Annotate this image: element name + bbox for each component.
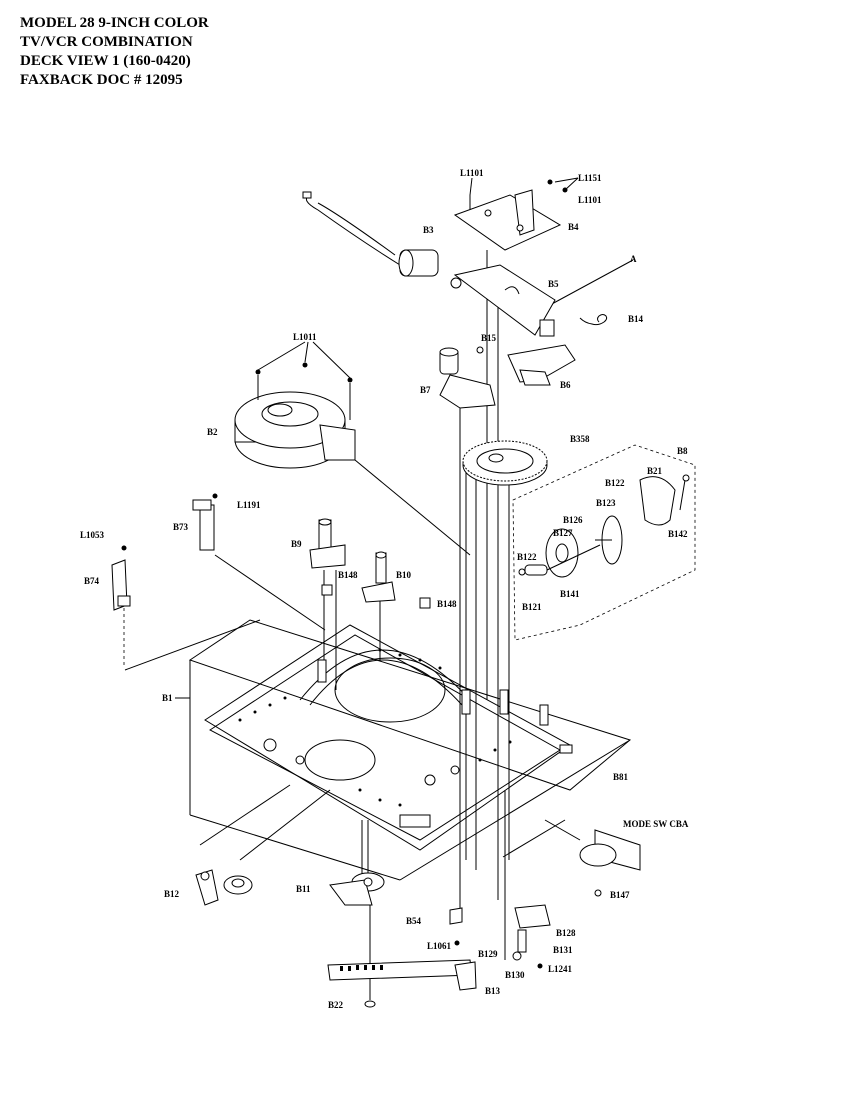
b128-b131-assembly: [512, 904, 551, 969]
label-b5: B5: [548, 279, 559, 289]
label-b127: B127: [553, 528, 573, 538]
label-b81: B81: [613, 772, 629, 782]
label-l1191: L1191: [237, 500, 261, 510]
b9-guide-roller: [309, 518, 346, 569]
label-b4: B4: [568, 222, 579, 232]
label-b15: B15: [481, 333, 497, 343]
label-b74: B74: [84, 576, 100, 586]
label-b148-left: B148: [338, 570, 358, 580]
label-b358: B358: [570, 434, 590, 444]
b4-bracket: [453, 179, 568, 251]
label-b14: B14: [628, 314, 644, 324]
b2-head-drum: [234, 362, 356, 469]
b11-cam-arm: [329, 872, 385, 906]
label-l1101-top: L1101: [460, 168, 484, 178]
label-b141: B141: [560, 589, 580, 599]
label-b7: B7: [420, 385, 431, 395]
label-b122-top: B122: [605, 478, 625, 488]
label-b131: B131: [553, 945, 573, 955]
label-l1241: L1241: [548, 964, 573, 974]
label-b148-right: B148: [437, 599, 457, 609]
b10-guide-roller: [361, 551, 396, 603]
label-b128: B128: [556, 928, 576, 938]
label-b9: B9: [291, 539, 302, 549]
label-b12: B12: [164, 889, 180, 899]
b14-spring: [579, 314, 608, 326]
label-a: A: [630, 254, 637, 264]
label-l1053: L1053: [80, 530, 105, 540]
b22-washer: [364, 1000, 376, 1008]
b7-roller-arm: [439, 346, 496, 409]
label-b129: B129: [478, 949, 498, 959]
label-b11: B11: [296, 884, 311, 894]
label-b8: B8: [677, 446, 688, 456]
label-b142: B142: [668, 529, 688, 539]
b13-slide-plate: [327, 959, 477, 991]
b74-bracket: [111, 545, 131, 611]
label-b126: B126: [563, 515, 583, 525]
label-l1061: L1061: [427, 941, 452, 951]
label-b13: B13: [485, 986, 501, 996]
part-labels: L1101 L1151 L1101 B4 B3 A B5 B14 L1011 B…: [80, 168, 689, 1010]
label-l1101-right: L1101: [578, 195, 602, 205]
label-b121: B121: [522, 602, 542, 612]
b148-clip-left: [321, 584, 333, 596]
label-b21: B21: [647, 466, 663, 476]
label-b6: B6: [560, 380, 571, 390]
header-line-doc: FAXBACK DOC # 12095: [20, 72, 183, 88]
label-b3: B3: [423, 225, 434, 235]
b5-plate: [450, 264, 556, 337]
header-line-model: MODEL 28 9-INCH COLOR: [20, 15, 209, 31]
label-b73: B73: [173, 522, 189, 532]
label-b130: B130: [505, 970, 525, 980]
b148-clip-right: [419, 597, 431, 609]
b12-gear-arm: [195, 869, 253, 906]
label-b10: B10: [396, 570, 412, 580]
mode-switch-cba: [579, 829, 641, 897]
label-l1011: L1011: [293, 332, 317, 342]
label-l1151: L1151: [578, 173, 602, 183]
base-chassis-b1: [124, 619, 632, 881]
document-header: MODEL 28 9-INCH COLOR TV/VCR COMBINATION…: [20, 14, 209, 90]
header-line-view: DECK VIEW 1 (160-0420): [20, 53, 191, 69]
b73-switch: [192, 493, 218, 551]
label-b2: B2: [207, 427, 218, 437]
label-b1: B1: [162, 693, 173, 703]
b6-lever: [507, 344, 576, 386]
gear-subassembly-box: [512, 444, 696, 641]
b358-gear: [462, 440, 548, 486]
b54-bracket: [449, 907, 463, 946]
header-line-product: TV/VCR COMBINATION: [20, 34, 193, 50]
label-b22: B22: [328, 1000, 344, 1010]
b3-motor: [302, 191, 439, 277]
label-b122-left: B122: [517, 552, 537, 562]
label-b54: B54: [406, 916, 422, 926]
label-b147: B147: [610, 890, 630, 900]
label-mode-sw-cba: MODE SW CBA: [623, 819, 689, 829]
label-b123: B123: [596, 498, 616, 508]
